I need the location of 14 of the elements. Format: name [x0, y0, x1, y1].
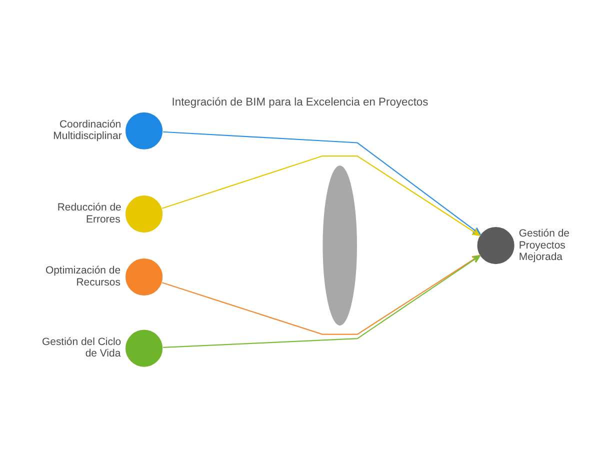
node-label: Reducción de Errores: [57, 202, 122, 225]
node-circle: [124, 111, 164, 150]
node-label: Gestión del Ciclo de Vida: [42, 336, 122, 360]
node-circle: [476, 226, 516, 264]
node-label: Gestión de Proyectos Mejorada: [518, 228, 570, 263]
arrow: [163, 254, 480, 348]
node-lens: [322, 164, 358, 326]
node-circle: [124, 257, 164, 296]
node-label: Coordinación Multidisciplinar: [53, 118, 122, 142]
node-label: Optimización de Recursos: [45, 265, 121, 288]
node-circle: [124, 328, 164, 368]
diagram-title: Integración de BIM para la Excelencia en Proyectos: [172, 96, 428, 108]
node-circle: [124, 194, 164, 233]
arrow: [162, 254, 480, 334]
